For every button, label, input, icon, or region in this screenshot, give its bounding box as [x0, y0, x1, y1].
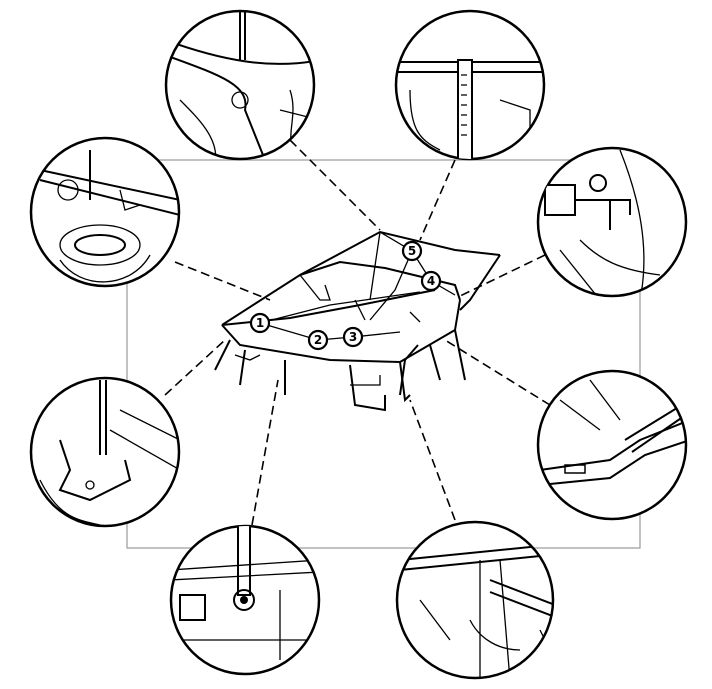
callout-4: 4 [420, 270, 442, 292]
detail-view-right-upper [536, 146, 688, 298]
detail-view-right-lower [536, 369, 688, 521]
svg-text:4: 4 [427, 274, 435, 288]
callout-5: 5 [401, 240, 423, 262]
car-body [214, 230, 501, 412]
detail-view-bottom-right [395, 520, 555, 680]
svg-text:3: 3 [349, 330, 357, 344]
callout-3: 3 [342, 326, 364, 348]
svg-text:2: 2 [314, 333, 322, 347]
detail-view-top-right [394, 9, 546, 161]
detail-view-top-left [164, 9, 316, 161]
svg-text:1: 1 [256, 316, 264, 330]
callout-1: 1 [249, 312, 271, 334]
svg-text:5: 5 [408, 244, 416, 258]
leader-lines [164, 139, 551, 526]
detail-view-left-upper [29, 136, 181, 288]
callout-2: 2 [307, 329, 329, 351]
detail-view-left-lower [29, 376, 181, 528]
detail-view-bottom-left [169, 524, 321, 676]
frame-rectangle [126, 159, 641, 549]
